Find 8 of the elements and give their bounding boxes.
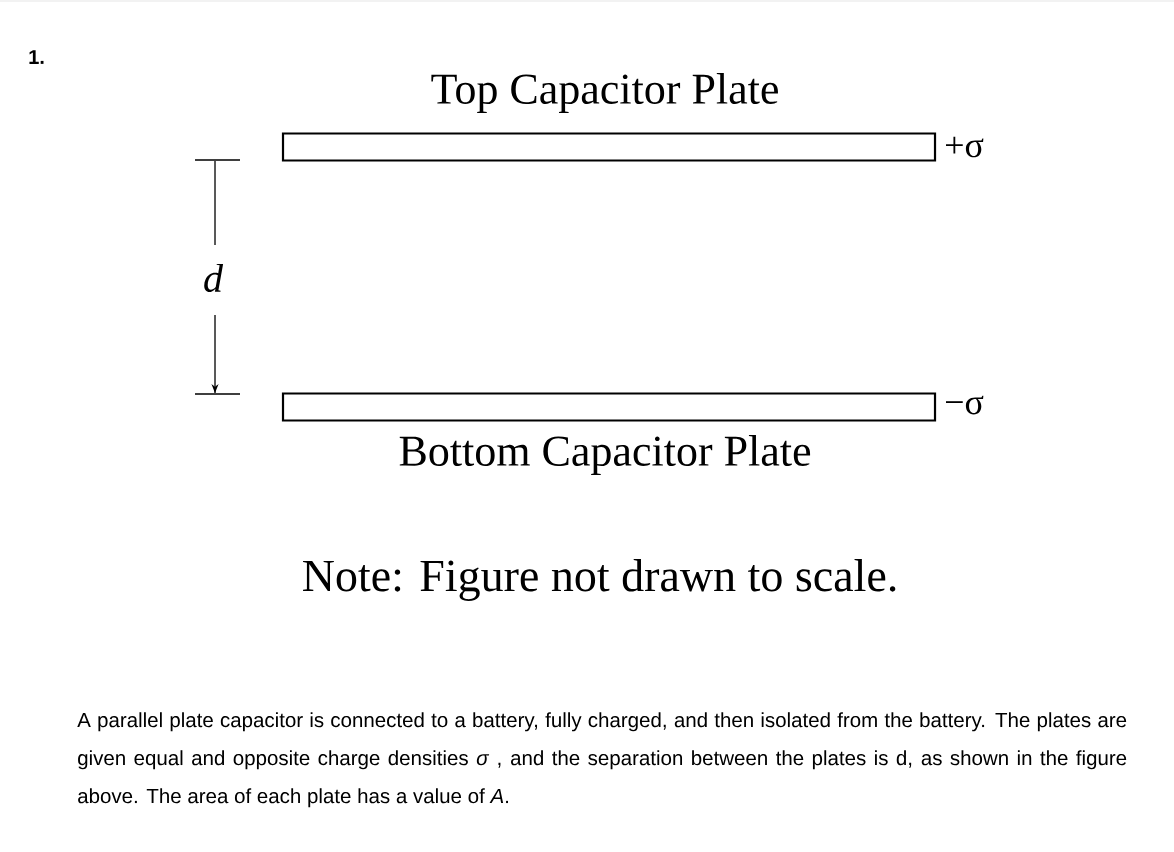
charge-label: −σ [946,395,984,415]
dimension-label: d [204,263,224,293]
note-text: Note: Figure not drawn to scale. [303,559,896,601]
plate-label: Bottom Capacitor Plate [399,435,811,475]
plate-label: Top Capacitor Plate [431,73,778,113]
charge-label: +σ [946,136,984,158]
question-text: A parallel plate capacitor is connected to a battery, fully charged, and then isolated from the battery. The plates are given equal and opposite charge densities σ , and the separation between the plates is d, as shown in the figure above. The area of each plate has a value of A. [77,712,1127,808]
question-number: 1. [29,50,44,64]
